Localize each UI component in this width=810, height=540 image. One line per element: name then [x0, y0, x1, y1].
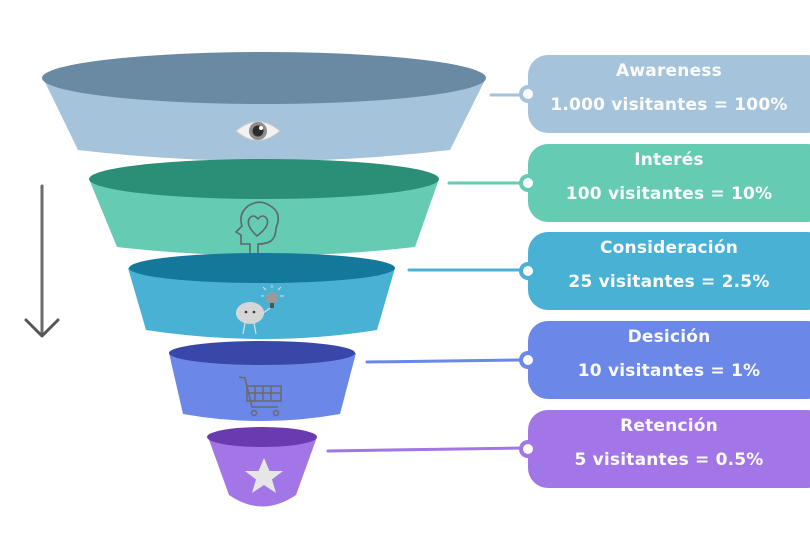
stage-card-decision: Desición 10 visitantes = 1% [519, 321, 810, 399]
funnel-tier-decision [169, 341, 356, 421]
connector-knob [519, 440, 537, 458]
connector-knob [519, 351, 537, 369]
stage-card-interes: Interés 100 visitantes = 10% [519, 144, 810, 222]
stage-card-retencion: Retención 5 visitantes = 0.5% [519, 410, 810, 488]
eye-icon [235, 121, 281, 141]
stage-card-awareness: Awareness 1.000 visitantes = 100% [519, 55, 810, 133]
connector-knob [519, 174, 537, 192]
funnel-tier-consideracion [128, 253, 395, 339]
stage-title: Awareness [616, 61, 722, 81]
shopping-cart-icon [238, 376, 282, 417]
tier-rim [89, 159, 439, 199]
connector-knob [519, 262, 537, 280]
connector-decision [365, 358, 524, 364]
stage-card-consideracion: Consideración 25 visitantes = 2.5% [519, 232, 810, 310]
funnel-tier-retencion [207, 427, 317, 507]
tier-rim [169, 341, 355, 365]
tier-body [128, 268, 395, 339]
connector-lines [326, 93, 524, 453]
stage-value: 10 visitantes = 1% [577, 361, 761, 381]
brain-lightbulb-icon [236, 285, 284, 335]
connector-knob [519, 85, 537, 103]
stage-title: Consideración [599, 238, 739, 258]
stage-title: Desición [627, 327, 711, 347]
star-icon [245, 458, 283, 493]
connector-retencion [326, 446, 524, 453]
stage-value: 25 visitantes = 2.5% [568, 272, 770, 292]
tier-rim [129, 253, 395, 283]
tier-rim [42, 52, 486, 104]
tier-rim [207, 427, 317, 447]
tier-body [89, 179, 439, 256]
stage-value: 100 visitantes = 10% [565, 184, 773, 204]
stage-value: 1.000 visitantes = 100% [550, 95, 788, 115]
stage-title: Retención [620, 416, 718, 436]
funnel-tier-awareness [42, 52, 486, 161]
stage-title: Interés [634, 150, 704, 170]
head-heart-icon [235, 201, 280, 255]
flow-arrow-icon [24, 184, 60, 338]
stage-value: 5 visitantes = 0.5% [574, 450, 764, 470]
funnel-tier-interes [89, 159, 439, 256]
